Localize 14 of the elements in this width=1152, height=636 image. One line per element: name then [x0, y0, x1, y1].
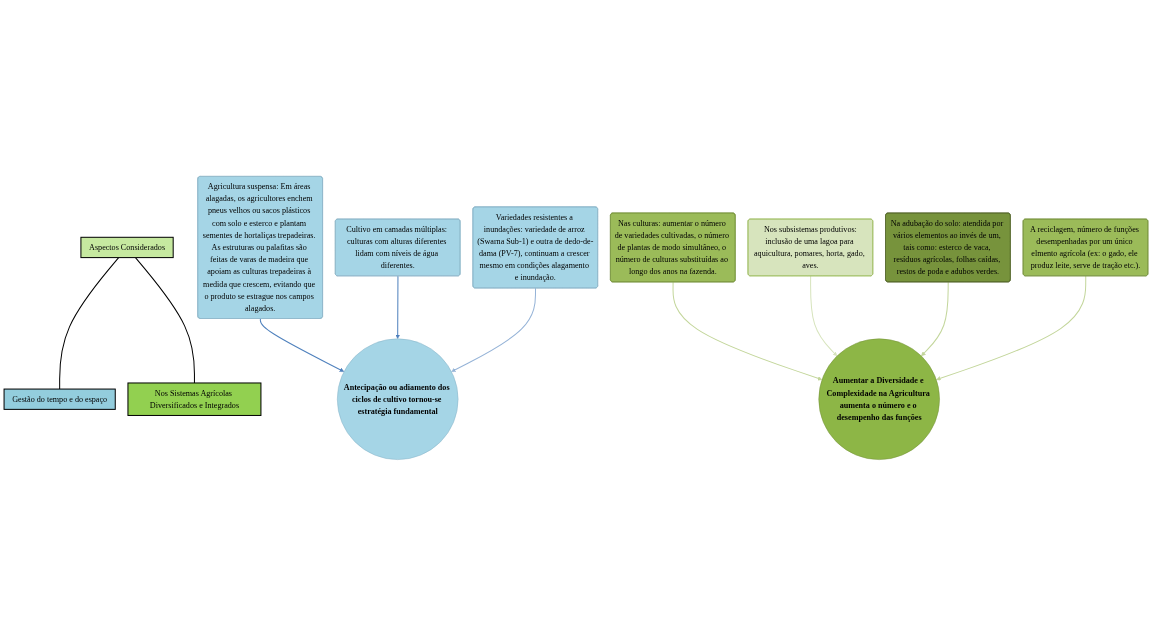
node-box: Gestão do tempo e do espaço: [3, 388, 116, 410]
node-box: Nos Sistemas Agrícolas Diversificados e Integrados: [127, 382, 262, 416]
node-box: Aspectos Considerados: [80, 236, 174, 259]
node-circle: Antecipação ou adiamento dos ciclos de cultivo tornou-se estratégia fundamental: [337, 338, 459, 460]
node-circle: Aumentar a Diversidade e Complexidade na Agricultura aumenta o número e o desempenho das funções: [818, 338, 940, 460]
connector: [134, 257, 195, 384]
arrow: [672, 281, 823, 381]
connector: [59, 257, 120, 390]
arrow: [259, 318, 345, 372]
arrow: [395, 275, 400, 339]
arrow: [810, 275, 838, 357]
arrow: [921, 281, 949, 357]
arrow: [451, 287, 537, 372]
arrow: [936, 275, 1087, 381]
